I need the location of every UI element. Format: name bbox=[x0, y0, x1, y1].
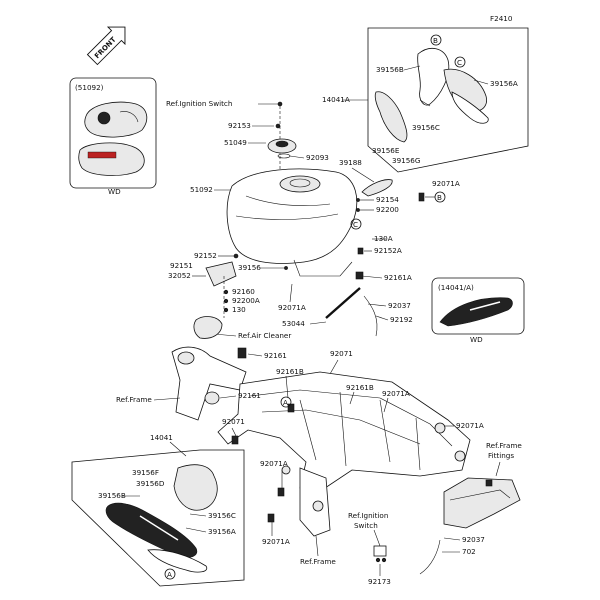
label-92161-1: 92161 bbox=[264, 351, 287, 360]
label-39156B: 39156B bbox=[376, 65, 404, 74]
label-92037-bottom: 92037 bbox=[462, 535, 485, 544]
label-92071A-1: 92071A bbox=[432, 179, 460, 188]
label-39156F: 39156F bbox=[132, 468, 159, 477]
inset-tank-variant: (51092) WD bbox=[69, 77, 157, 196]
label-92152: 92152 bbox=[194, 251, 217, 260]
label-92071-2: 92071 bbox=[222, 417, 245, 426]
label-92071-1: 92071 bbox=[330, 349, 353, 358]
label-92153: 92153 bbox=[228, 121, 251, 130]
label-92151: 92151 bbox=[170, 261, 193, 270]
label-92154: 92154 bbox=[376, 195, 399, 204]
label-39156G: 39156G bbox=[392, 156, 420, 165]
tank-fittings-right: 92071A B 92154 92200 C 130A 92152A 92161… bbox=[350, 179, 460, 282]
label-92071A-2: 92071A bbox=[278, 303, 306, 312]
fuel-tank-assembly: Ref.Ignition Switch 92153 51049 92093 39… bbox=[166, 99, 393, 277]
label-92071A-6: 92071A bbox=[262, 537, 290, 546]
callout-c-main: C bbox=[353, 220, 358, 229]
label-39156A-top: 39156A bbox=[490, 79, 518, 88]
label-92161A: 92161A bbox=[384, 273, 412, 282]
label-39156A-bottom: 39156A bbox=[208, 527, 236, 536]
main-frame: 92161 92071 92161B A 92161B 92071A Ref.F… bbox=[116, 346, 484, 566]
label-ref-ignition-bottom-2: Switch bbox=[354, 521, 378, 530]
label-92173: 92173 bbox=[368, 577, 391, 586]
label-92161B-1: 92161B bbox=[276, 367, 304, 376]
label-92071A-3: 92071A bbox=[382, 389, 410, 398]
callout-c-detail: C bbox=[457, 58, 462, 67]
label-39156C-bottom: 39156C bbox=[208, 511, 236, 520]
front-direction-arrow: FRONT bbox=[86, 26, 126, 66]
label-92161-2: 92161 bbox=[238, 391, 261, 400]
label-ref-ignition-top: Ref.Ignition Switch bbox=[166, 99, 232, 108]
label-92160: 92160 bbox=[232, 287, 255, 296]
label-92152A: 92152A bbox=[374, 246, 402, 255]
label-14041A: 14041A bbox=[322, 95, 350, 104]
label-ref-air-cleaner: Ref.Air Cleaner bbox=[238, 331, 291, 340]
label-130: 130 bbox=[232, 305, 246, 314]
label-39156: 39156 bbox=[238, 263, 261, 272]
callout-a-frame: A bbox=[283, 398, 288, 407]
label-ref-frame-1: Ref.Frame bbox=[116, 395, 152, 404]
label-ref-frame-fittings-2: Fittings bbox=[488, 451, 514, 460]
tank-fittings-left: 92152 92151 32052 39156 92160 92200A 130… bbox=[168, 251, 306, 318]
label-92161B-2: 92161B bbox=[346, 383, 374, 392]
label-ref-ignition-bottom-1: Ref.Ignition bbox=[348, 511, 388, 520]
label-92071A-4: 92071A bbox=[456, 421, 484, 430]
label-53044: 53044 bbox=[282, 319, 305, 328]
label-92200: 92200 bbox=[376, 205, 399, 214]
label-39156E: 39156E bbox=[372, 146, 400, 155]
rear-frame-fittings: Ref.Frame Fittings Ref.Ignition Switch 9… bbox=[348, 441, 522, 586]
callout-a-detail: A bbox=[167, 570, 172, 579]
label-14041: 14041 bbox=[150, 433, 173, 442]
label-92192: 92192 bbox=[390, 315, 413, 324]
label-92037-top: 92037 bbox=[388, 301, 411, 310]
inset-cover-ref: (14041/A) bbox=[438, 283, 474, 292]
inset-cover-caption: WD bbox=[470, 335, 483, 344]
callout-b-main: B bbox=[437, 193, 442, 202]
detail-14041A: 14041A B C 39156B 39156A 39156C 39156E 3… bbox=[322, 27, 529, 173]
label-702: 702 bbox=[462, 547, 476, 556]
label-32052: 32052 bbox=[168, 271, 191, 280]
inset-side-cover-variant: (14041/A) WD bbox=[431, 277, 525, 344]
inset-tank-ref: (51092) bbox=[75, 83, 104, 92]
label-ref-frame-2: Ref.Frame bbox=[300, 557, 336, 566]
tank-hoses: 92037 53044 92192 Ref.Air Cleaner bbox=[193, 287, 413, 340]
label-39156D: 39156D bbox=[136, 479, 165, 488]
label-130A: 130A bbox=[374, 234, 393, 243]
label-ref-frame-fittings-1: Ref.Frame bbox=[486, 441, 522, 450]
label-39188: 39188 bbox=[339, 158, 362, 167]
label-51092: 51092 bbox=[190, 185, 213, 194]
inset-tank-caption: WD bbox=[108, 187, 121, 196]
figure-id: F2410 bbox=[490, 14, 513, 23]
label-39156C-top: 39156C bbox=[412, 123, 440, 132]
label-92093: 92093 bbox=[306, 153, 329, 162]
label-92200A: 92200A bbox=[232, 296, 260, 305]
label-39156B-bottom: 39156B bbox=[98, 491, 126, 500]
label-92071A-5: 92071A bbox=[260, 459, 288, 468]
label-51049: 51049 bbox=[224, 138, 247, 147]
callout-b-detail: B bbox=[433, 36, 438, 45]
detail-14041: 14041 39156F 39156D 39156B 39156C 39156A… bbox=[71, 433, 245, 587]
